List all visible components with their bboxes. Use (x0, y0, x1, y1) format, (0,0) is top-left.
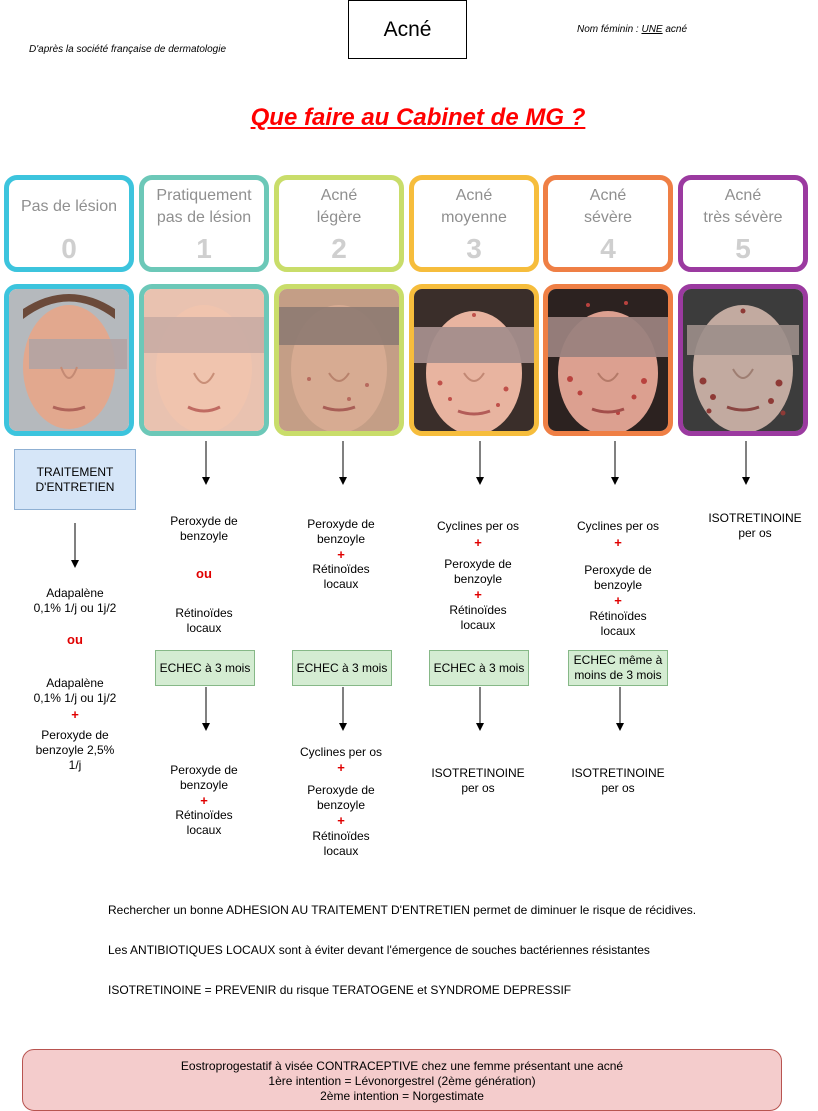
contraception-line-3: 2ème intention = Norgestimate (320, 1089, 484, 1103)
face-photo-0 (4, 284, 134, 436)
stage-number: 2 (331, 233, 347, 264)
stage-number: 1 (196, 233, 212, 264)
contraception-line-1: Eostroprogestatif à visée CONTRACEPTIVE … (180, 1059, 624, 1073)
page-title: Acné (348, 0, 467, 59)
face-photo-4 (543, 284, 673, 436)
face-photo-3 (409, 284, 539, 436)
title-text: Acné (383, 17, 432, 41)
gender-suffix: acné (662, 24, 688, 35)
contraception-line-2: 1ère intention = Lévonorgestrel (2ème gé… (268, 1074, 536, 1088)
face-photo-1 (139, 284, 269, 436)
col3-option-a: Cyclines per os (436, 519, 520, 533)
contraception-box: Eostroprogestatif à visée CONTRACEPTIVE … (22, 1049, 782, 1111)
col4-option-a: Cyclines per os (576, 519, 660, 533)
note-adhesion: Rechercher un bonne ADHESION AU TRAITEME… (108, 903, 697, 917)
col1-or: ou (196, 566, 212, 581)
gender-prefix: Nom féminin : (577, 24, 642, 35)
col2-escalation-a: Cyclines per os (299, 745, 383, 759)
stage-number: 5 (735, 233, 751, 264)
stage-box-0: Pas de lésion 0 (4, 175, 134, 272)
col2-plus-2: + (337, 760, 345, 775)
col1-failure-box: ECHEC à 3 mois (155, 650, 255, 686)
col2-plus-3: + (337, 813, 345, 828)
col2-failure-box: ECHEC à 3 mois (292, 650, 392, 686)
col4-plus: + (614, 535, 622, 550)
col3-plus-2: + (474, 587, 482, 602)
stage-number: 0 (61, 233, 77, 264)
face-photo-2 (274, 284, 404, 436)
col1-plus: + (200, 793, 208, 808)
note-isotretinoin: ISOTRETINOINE = PREVENIR du risque TERAT… (108, 983, 572, 997)
gender-une: UNE (641, 24, 663, 35)
main-question: Que faire au Cabinet de MG ? (250, 104, 586, 131)
stage-number: 4 (600, 233, 616, 264)
col0-or: ou (67, 632, 83, 647)
col3-plus: + (474, 535, 482, 550)
stage-label: Pas de lésion (20, 198, 118, 215)
gender-note: Nom féminin : UNE acné (577, 24, 687, 35)
source-note: D'après la société française de dermatol… (29, 44, 227, 55)
col0-plus: + (71, 707, 79, 722)
stage-number: 3 (466, 233, 482, 264)
col3-failure-box: ECHEC à 3 mois (429, 650, 529, 686)
note-antibiotics: Les ANTIBIOTIQUES LOCAUX sont à éviter d… (108, 943, 650, 957)
face-photo-5 (678, 284, 808, 436)
col2-plus: + (337, 547, 345, 562)
col4-plus-2: + (614, 593, 622, 608)
